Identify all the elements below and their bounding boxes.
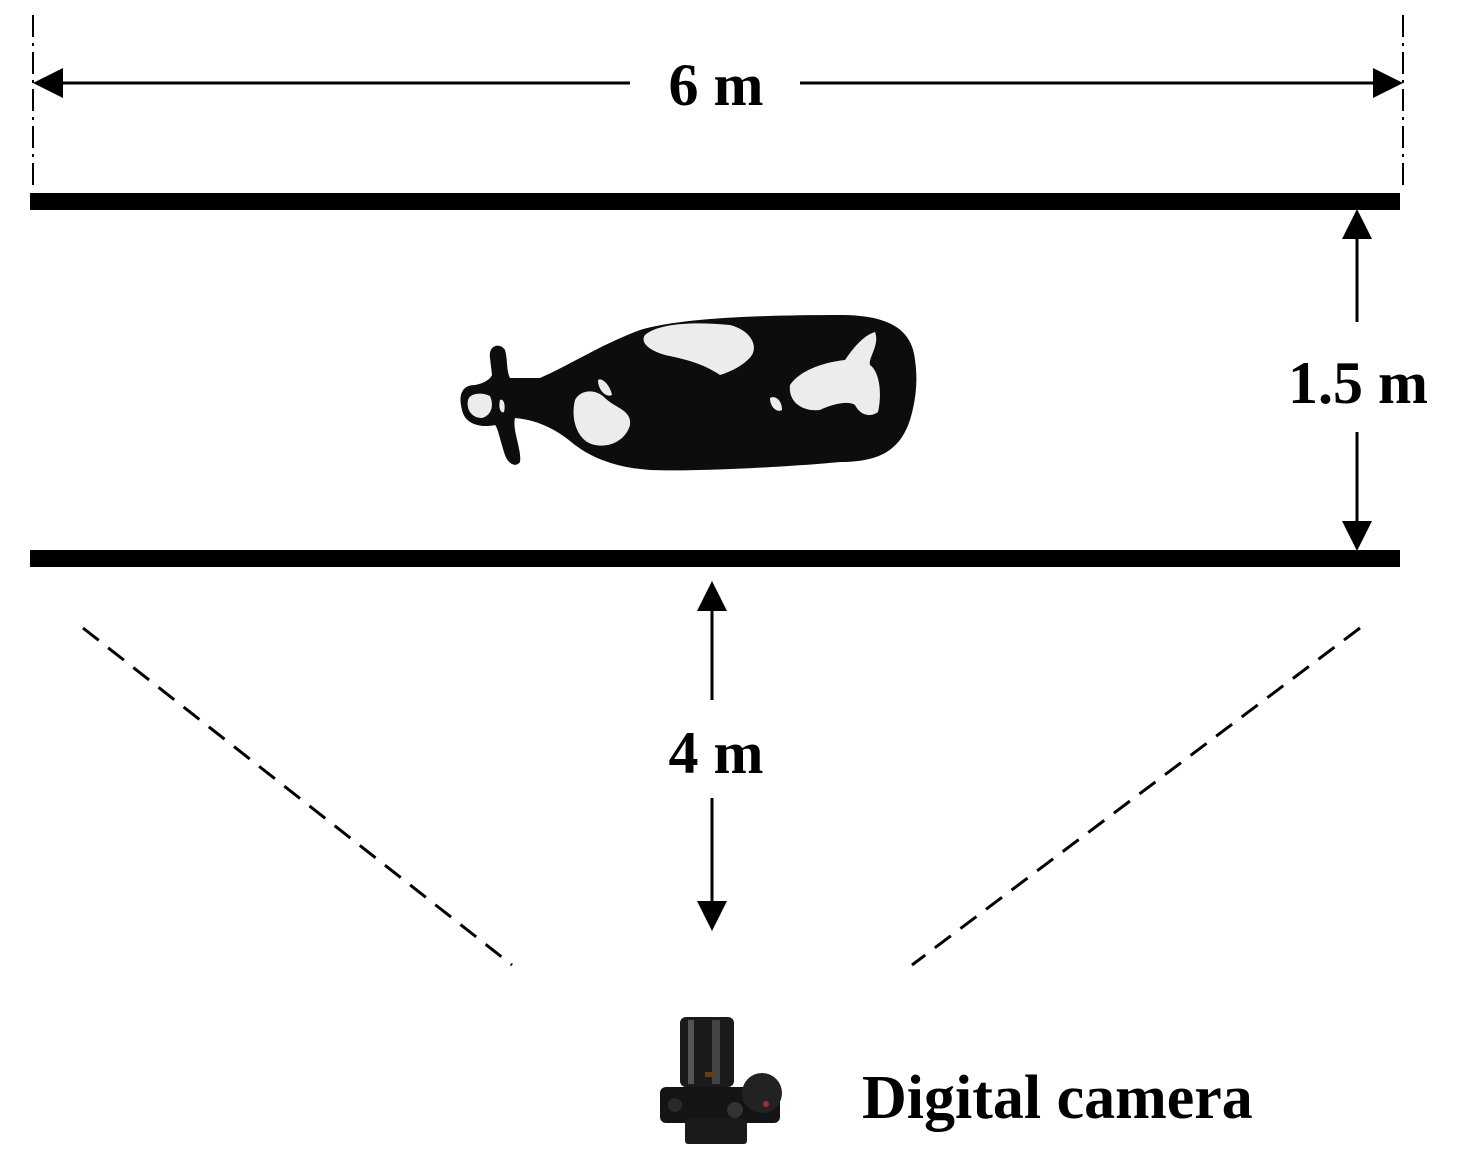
width-label: 6 m <box>669 52 764 118</box>
cow-icon <box>460 315 917 471</box>
camera-label: Digital camera <box>862 1064 1253 1132</box>
fov-line-right <box>911 626 1361 967</box>
top-rail <box>30 193 1400 210</box>
bottom-rail <box>30 550 1400 567</box>
alley-width-label: 1.5 m <box>1288 350 1428 416</box>
fov-line-left <box>82 626 513 967</box>
distance-label: 4 m <box>669 720 764 786</box>
camera-icon <box>660 1017 782 1144</box>
